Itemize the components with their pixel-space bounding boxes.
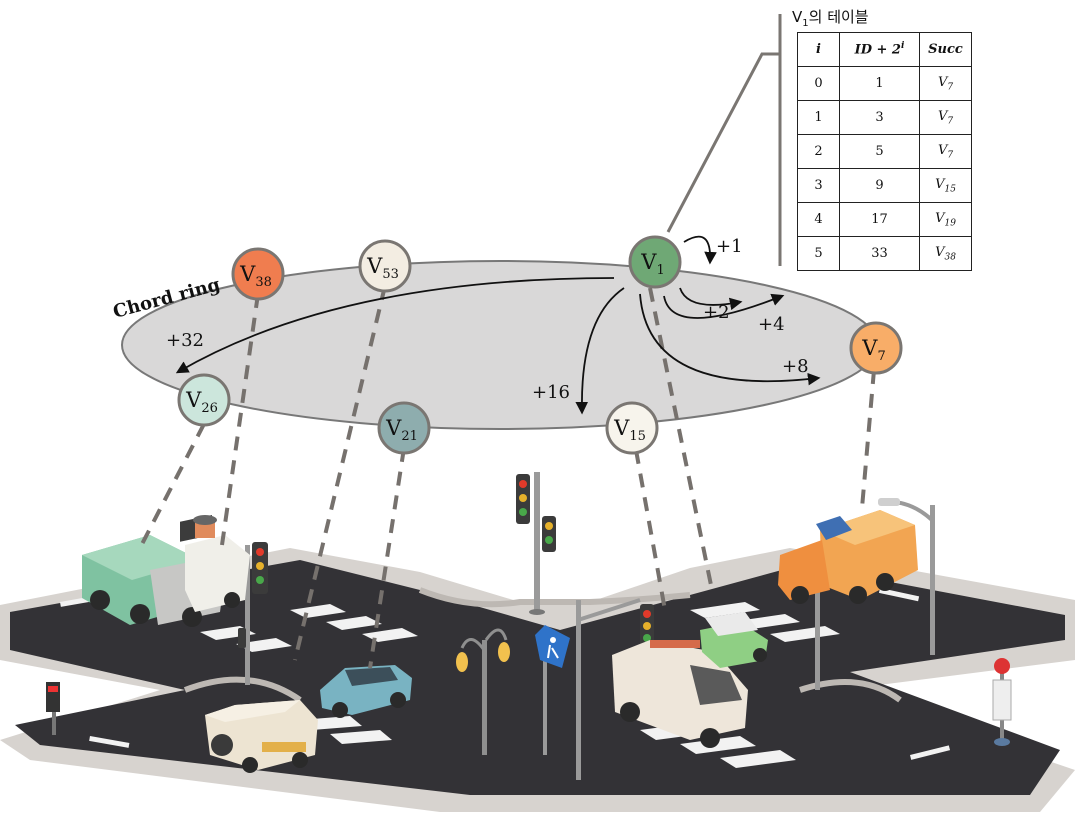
hop-label: +8	[782, 356, 809, 377]
cell-id: 3	[839, 100, 920, 135]
finger-arrows	[175, 235, 821, 415]
node-circle	[628, 235, 682, 289]
vehicle-green-car	[700, 612, 768, 668]
cell-succ: V19	[919, 202, 972, 237]
node-label: V53	[366, 254, 399, 282]
cell-i: 4	[797, 202, 840, 237]
cell-succ: V7	[919, 66, 972, 101]
node-label: V15	[613, 416, 646, 444]
arrow-plus-1	[683, 235, 717, 265]
cell-succ: V38	[919, 236, 972, 271]
node-circle	[177, 373, 231, 427]
arrow-plus-8	[639, 293, 821, 386]
node-circle	[231, 247, 285, 301]
table-title: V1의 테이블	[792, 8, 869, 29]
node-label: V7	[861, 336, 885, 364]
street-lamp	[456, 498, 935, 755]
hop-label: +4	[758, 314, 785, 335]
table-header-row: i ID + 2i Succ	[797, 32, 972, 67]
cell-i: 3	[797, 168, 840, 203]
node-label: V1	[640, 250, 664, 278]
node-label: V38	[239, 262, 272, 290]
vehicle-service-truck	[185, 515, 250, 612]
cell-id: 5	[839, 134, 920, 169]
cell-id: 9	[839, 168, 920, 203]
table-connector	[666, 52, 780, 233]
hop-label: +32	[166, 330, 204, 351]
ring-node-v15: V15	[605, 401, 659, 455]
cell-id: 1	[839, 66, 920, 101]
ring-node-v53: V53	[358, 239, 412, 293]
node-circle	[358, 239, 412, 293]
street-scene	[0, 472, 1075, 812]
cell-i: 2	[797, 134, 840, 169]
node-label: V26	[185, 388, 218, 416]
traffic-light-right	[576, 590, 820, 780]
arrow-plus-16	[575, 287, 625, 415]
node-projections	[138, 285, 876, 669]
node-circle	[377, 401, 431, 455]
vehicle-white-van	[205, 700, 318, 773]
hop-label: +2	[703, 302, 730, 323]
cell-succ: V15	[919, 168, 972, 203]
header-i: i	[797, 32, 840, 67]
traffic-light-center	[516, 472, 556, 615]
ring-node-v21: V21	[377, 401, 431, 455]
arrow-plus-32	[175, 277, 615, 374]
hop-label: +1	[716, 236, 743, 257]
ring-node-v26: V26	[177, 373, 231, 427]
vehicle-orange-truck	[778, 510, 918, 604]
cell-succ: V7	[919, 134, 972, 169]
ring-node-v1: V1	[628, 235, 682, 289]
hop-labels: +1 +2 +4 +8 +16 +32	[166, 236, 809, 403]
pedestrian-sign	[535, 625, 570, 755]
node-label: V21	[385, 416, 418, 444]
arrow-plus-2	[679, 287, 743, 311]
node-circle	[605, 401, 659, 455]
vehicle-teal-car	[320, 665, 412, 718]
cell-id: 17	[839, 202, 920, 237]
ring-node-v7: V7	[849, 321, 903, 375]
cell-i: 5	[797, 236, 840, 271]
arrow-plus-4	[663, 293, 785, 319]
header-id: ID + 2i	[839, 32, 920, 67]
ring-node-v38: V38	[231, 247, 285, 301]
header-succ: Succ	[919, 32, 972, 67]
node-circle	[849, 321, 903, 375]
vehicle-white-suv	[612, 640, 748, 748]
cell-id: 33	[839, 236, 920, 271]
bus-stop-sign	[46, 658, 1012, 746]
cell-i: 1	[797, 100, 840, 135]
cell-i: 0	[797, 66, 840, 101]
cell-succ: V7	[919, 100, 972, 135]
hop-label: +16	[532, 382, 570, 403]
traffic-light-left	[238, 542, 268, 685]
